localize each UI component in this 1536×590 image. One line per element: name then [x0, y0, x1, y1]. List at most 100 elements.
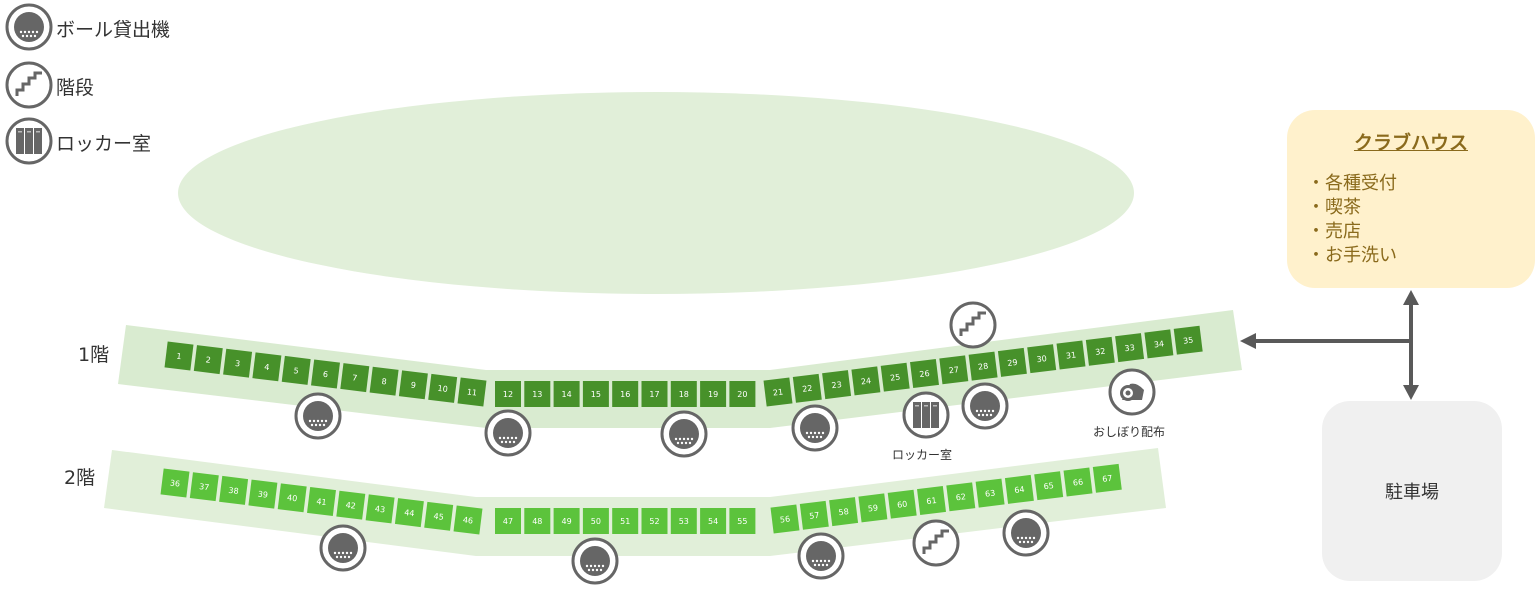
hitting-bay[interactable]: 35: [1173, 325, 1203, 355]
hitting-bay[interactable]: 62: [946, 482, 976, 512]
hitting-bay[interactable]: 54: [700, 508, 727, 534]
locker-room-icon[interactable]: [902, 391, 950, 439]
hitting-bay[interactable]: 9: [398, 370, 428, 400]
hitting-bay[interactable]: 7: [340, 363, 370, 393]
hitting-bay[interactable]: 28: [968, 351, 998, 381]
bay-number: 40: [287, 493, 298, 503]
ball-dispenser-icon[interactable]: [484, 409, 532, 457]
hitting-bay[interactable]: 27: [939, 355, 969, 385]
hitting-bay[interactable]: 22: [792, 373, 822, 403]
clubhouse-box[interactable]: クラブハウス ・各種受付 ・喫茶 ・売店 ・お手洗い: [1287, 110, 1535, 288]
hitting-bay[interactable]: 23: [822, 370, 852, 400]
ball-dispenser-icon[interactable]: [571, 537, 619, 585]
legend-label: ロッカー室: [56, 133, 152, 155]
hitting-bay[interactable]: 3: [223, 348, 253, 378]
floor-2-strip: [104, 448, 1166, 556]
hitting-bay[interactable]: 8: [369, 366, 399, 396]
hitting-bay[interactable]: 45: [424, 501, 454, 531]
hitting-bay[interactable]: 58: [829, 497, 859, 527]
hitting-bay[interactable]: 48: [524, 508, 551, 534]
hitting-bay[interactable]: 51: [612, 508, 639, 534]
bay-number: 59: [867, 503, 878, 513]
hitting-bay[interactable]: 67: [1092, 463, 1122, 493]
ball-dispenser-icon[interactable]: [319, 524, 367, 572]
bay-number: 45: [433, 512, 444, 522]
hitting-bay[interactable]: 4: [252, 352, 282, 382]
hitting-bay[interactable]: 41: [307, 487, 336, 516]
ball-dispenser-icon[interactable]: [961, 382, 1009, 430]
hitting-bay[interactable]: 20: [729, 381, 756, 407]
hitting-bay[interactable]: 17: [641, 381, 668, 407]
bay-number: 27: [948, 365, 959, 375]
hitting-bay[interactable]: 26: [910, 359, 939, 388]
hitting-bay[interactable]: 29: [997, 347, 1027, 377]
hitting-bay[interactable]: 11: [457, 377, 487, 407]
hitting-bay[interactable]: 10: [428, 373, 458, 403]
hitting-bay[interactable]: 56: [770, 504, 800, 534]
hitting-bay[interactable]: 40: [277, 483, 307, 513]
hitting-bay[interactable]: 18: [670, 381, 697, 407]
hitting-bay[interactable]: 1: [164, 341, 194, 371]
hitting-bay[interactable]: 19: [700, 381, 727, 407]
hitting-bay[interactable]: 2: [193, 345, 223, 375]
hitting-bay[interactable]: 60: [887, 489, 917, 519]
hitting-bay[interactable]: 6: [311, 359, 340, 389]
bay-number: 54: [708, 517, 718, 526]
hitting-bay[interactable]: 24: [851, 366, 881, 396]
hitting-bay[interactable]: 47: [495, 508, 521, 534]
hitting-bay[interactable]: 53: [670, 508, 697, 534]
bay-number: 32: [1095, 347, 1106, 357]
hitting-bay[interactable]: 52: [641, 508, 668, 534]
parking-box[interactable]: 駐車場: [1322, 401, 1502, 581]
hitting-bay[interactable]: 12: [495, 381, 521, 407]
bay-number: 7: [352, 373, 358, 383]
hitting-bay[interactable]: 21: [763, 377, 793, 407]
driving-range-field: [178, 92, 1134, 294]
floor-1-strip: [118, 310, 1242, 428]
hitting-bay[interactable]: 66: [1063, 467, 1093, 497]
bay-number: 51: [620, 517, 630, 526]
hitting-bay[interactable]: 38: [219, 475, 249, 505]
ball-dispenser-icon[interactable]: [660, 410, 708, 458]
hitting-bay[interactable]: 57: [799, 500, 829, 530]
ball-dispenser-icon[interactable]: [1002, 509, 1050, 557]
hitting-bay[interactable]: 61: [917, 486, 946, 515]
hitting-bay[interactable]: 5: [281, 355, 311, 385]
hitting-bay[interactable]: 37: [189, 472, 219, 502]
hitting-bay[interactable]: 65: [1034, 471, 1064, 501]
hitting-bay[interactable]: 16: [612, 381, 639, 407]
stairs-icon[interactable]: [912, 519, 960, 567]
hitting-bay[interactable]: 13: [524, 381, 551, 407]
hitting-bay[interactable]: 43: [365, 494, 395, 524]
hitting-bay[interactable]: 46: [453, 505, 483, 535]
towel-icon[interactable]: [1108, 368, 1156, 416]
hitting-bay[interactable]: 31: [1056, 340, 1086, 370]
bay-number: 39: [257, 490, 268, 500]
hitting-bay[interactable]: 39: [248, 479, 278, 509]
hitting-bay[interactable]: 55: [729, 508, 756, 534]
hitting-bay[interactable]: 49: [553, 508, 580, 534]
hitting-bay[interactable]: 42: [336, 490, 366, 520]
hitting-bay[interactable]: 14: [553, 381, 580, 407]
hitting-bay[interactable]: 63: [975, 478, 1005, 508]
legend-stairs-icon: [5, 61, 53, 109]
hitting-bay[interactable]: 44: [394, 498, 424, 528]
hitting-bay[interactable]: 50: [582, 508, 609, 534]
hitting-bay[interactable]: 15: [582, 381, 609, 407]
ball-dispenser-icon[interactable]: [791, 404, 839, 452]
hitting-bay[interactable]: 59: [858, 493, 888, 523]
hitting-bay[interactable]: 64: [1004, 474, 1034, 504]
hitting-bay[interactable]: 25: [880, 362, 910, 392]
hitting-bay[interactable]: 32: [1085, 336, 1115, 366]
bay-number: 58: [838, 507, 849, 517]
hitting-bay[interactable]: 34: [1144, 329, 1174, 359]
clubhouse-item: ・喫茶: [1307, 197, 1361, 218]
hitting-bay[interactable]: 30: [1027, 344, 1057, 374]
towel-caption: おしぼり配布: [1093, 425, 1166, 439]
hitting-bay[interactable]: 33: [1115, 333, 1145, 363]
ball-dispenser-icon[interactable]: [294, 392, 342, 440]
ball-dispenser-icon[interactable]: [797, 532, 845, 580]
hitting-bay[interactable]: 36: [160, 468, 190, 498]
stairs-icon[interactable]: [949, 301, 997, 349]
clubhouse-facility-list: ・各種受付 ・喫茶 ・売店 ・お手洗い: [1307, 172, 1397, 268]
